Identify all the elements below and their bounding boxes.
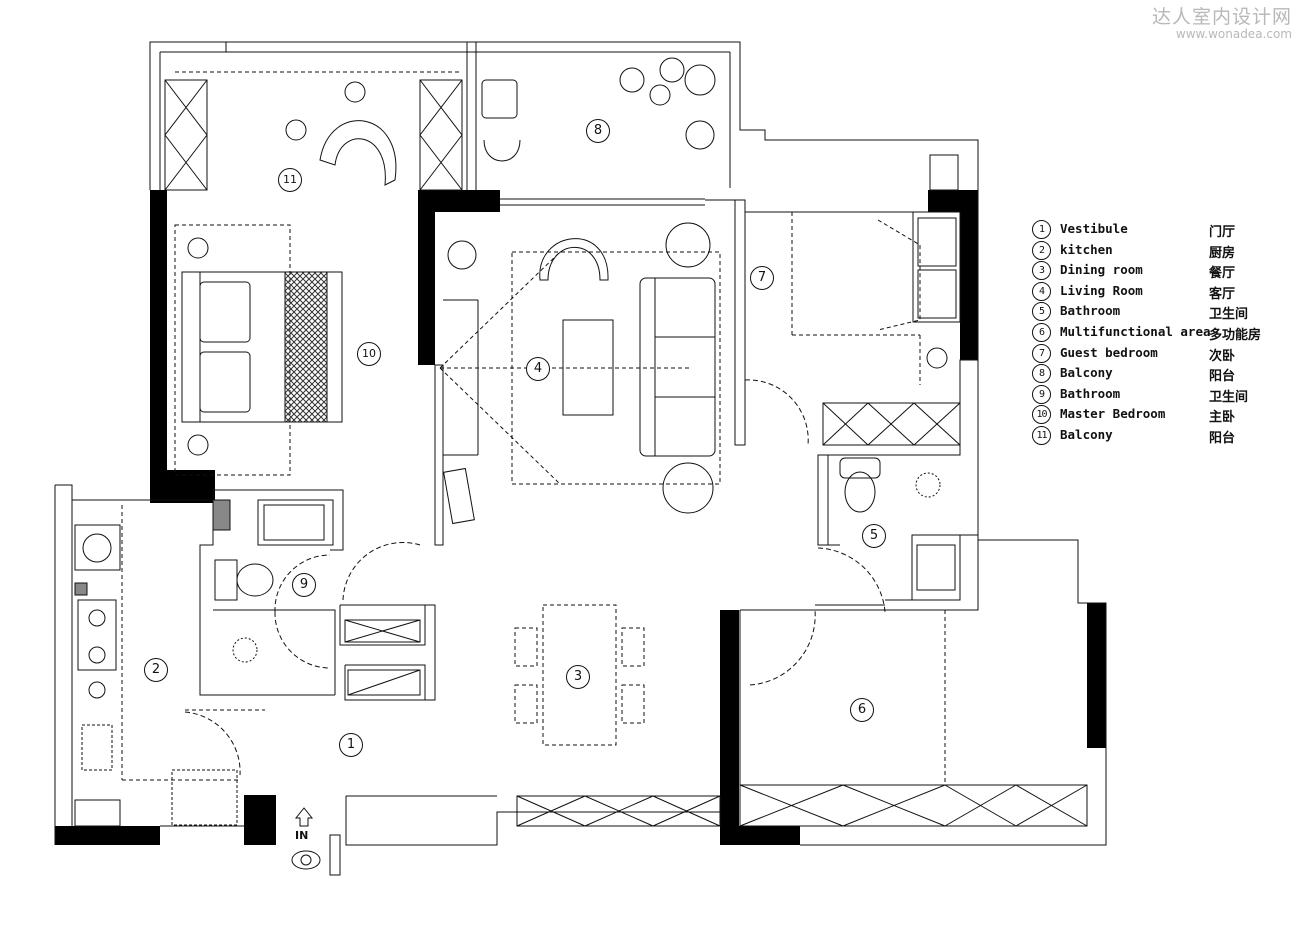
dining-furniture (514, 604, 645, 746)
dashed-furniture (121, 71, 946, 785)
legend-chinese: 客厅 (1209, 286, 1236, 302)
room-marker-4: 4 (526, 357, 550, 381)
legend-number: 3 (1032, 261, 1051, 281)
legend-row: 4 Living Room 客厅 (1032, 281, 1282, 302)
entry-marker (291, 807, 341, 876)
legend-chinese: 厨房 (1209, 245, 1236, 261)
structural-walls (55, 190, 1106, 845)
legend-english: Dining room (1060, 262, 1143, 278)
legend-number: 2 (1032, 240, 1051, 260)
legend-number: 7 (1032, 343, 1051, 363)
legend-chinese: 卫生间 (1209, 307, 1249, 323)
room-marker-9: 9 (292, 573, 316, 597)
legend-row: 3 Dining room 餐厅 (1032, 260, 1282, 281)
legend-english: kitchen (1060, 241, 1113, 257)
legend-row: 5 Bathroom 卫生间 (1032, 301, 1282, 322)
legend-row: 8 Balcony 阳台 (1032, 363, 1282, 384)
legend-number: 4 (1032, 281, 1051, 301)
legend-chinese: 多功能房 (1209, 327, 1262, 343)
living-room-furniture (443, 222, 716, 525)
legend-row: 10 Master Bedroom 主卧 (1032, 404, 1282, 425)
room-legend: 1 Vestibule 门厅 2 kitchen 厨房 3 Dining room 餐厅 4… (1032, 219, 1282, 446)
room-marker-8: 8 (586, 119, 610, 143)
legend-number: 11 (1032, 425, 1051, 445)
legend-number: 5 (1032, 302, 1051, 322)
legend-chinese: 次卧 (1209, 348, 1236, 364)
room-marker-2: 2 (144, 658, 168, 682)
legend-row: 1 Vestibule 门厅 (1032, 219, 1282, 240)
legend-english: Guest bedroom (1060, 344, 1158, 360)
legend-chinese: 餐厅 (1209, 266, 1236, 282)
kitchen-fixtures (74, 524, 238, 827)
legend-row: 11 Balcony 阳台 (1032, 425, 1282, 446)
room-marker-3: 3 (566, 665, 590, 689)
legend-chinese: 阳台 (1209, 369, 1236, 385)
legend-number: 10 (1032, 405, 1051, 425)
built-in-cabinets (164, 79, 1088, 827)
entry-label: IN (295, 829, 309, 842)
legend-english: Bathroom (1060, 385, 1121, 401)
room-marker-6: 6 (850, 698, 874, 722)
legend-english: Multifunctional area (1060, 323, 1211, 339)
room-marker-11: 11 (278, 168, 302, 192)
legend-english: Bathroom (1060, 303, 1121, 319)
room-marker-7: 7 (750, 266, 774, 290)
outer-walls (54, 41, 1107, 846)
legend-row: 9 Bathroom 卫生间 (1032, 384, 1282, 405)
legend-number: 1 (1032, 220, 1051, 239)
guest-bedroom-furniture (877, 211, 961, 369)
legend-number: 6 (1032, 322, 1051, 342)
legend-number: 8 (1032, 364, 1051, 384)
room-marker-1: 1 (339, 733, 363, 757)
watermark-site-name: 达人室内设计网 (1151, 6, 1292, 28)
watermark-url: www.wonadea.com (1175, 27, 1292, 41)
legend-english: Master Bedroom (1060, 406, 1166, 422)
balcony-plants (447, 57, 716, 270)
room-marker-5: 5 (862, 524, 886, 548)
legend-number: 9 (1032, 384, 1051, 404)
legend-chinese: 主卧 (1209, 410, 1236, 426)
legend-english: Balcony (1060, 426, 1113, 442)
legend-english: Balcony (1060, 365, 1113, 381)
legend-english: Vestibule (1060, 221, 1128, 236)
bathroom-5-fixtures (839, 457, 961, 601)
legend-english: Living Room (1060, 282, 1143, 298)
legend-chinese: 门厅 (1209, 225, 1236, 240)
legend-chinese: 阳台 (1209, 430, 1236, 446)
bathroom-9-fixtures (212, 499, 334, 663)
room-marker-10: 10 (357, 342, 381, 366)
legend-chinese: 卫生间 (1209, 389, 1249, 405)
door-swings (184, 379, 886, 776)
legend-row: 2 kitchen 厨房 (1032, 240, 1282, 261)
master-bedroom-furniture (181, 81, 397, 456)
legend-row: 7 Guest bedroom 次卧 (1032, 343, 1282, 364)
